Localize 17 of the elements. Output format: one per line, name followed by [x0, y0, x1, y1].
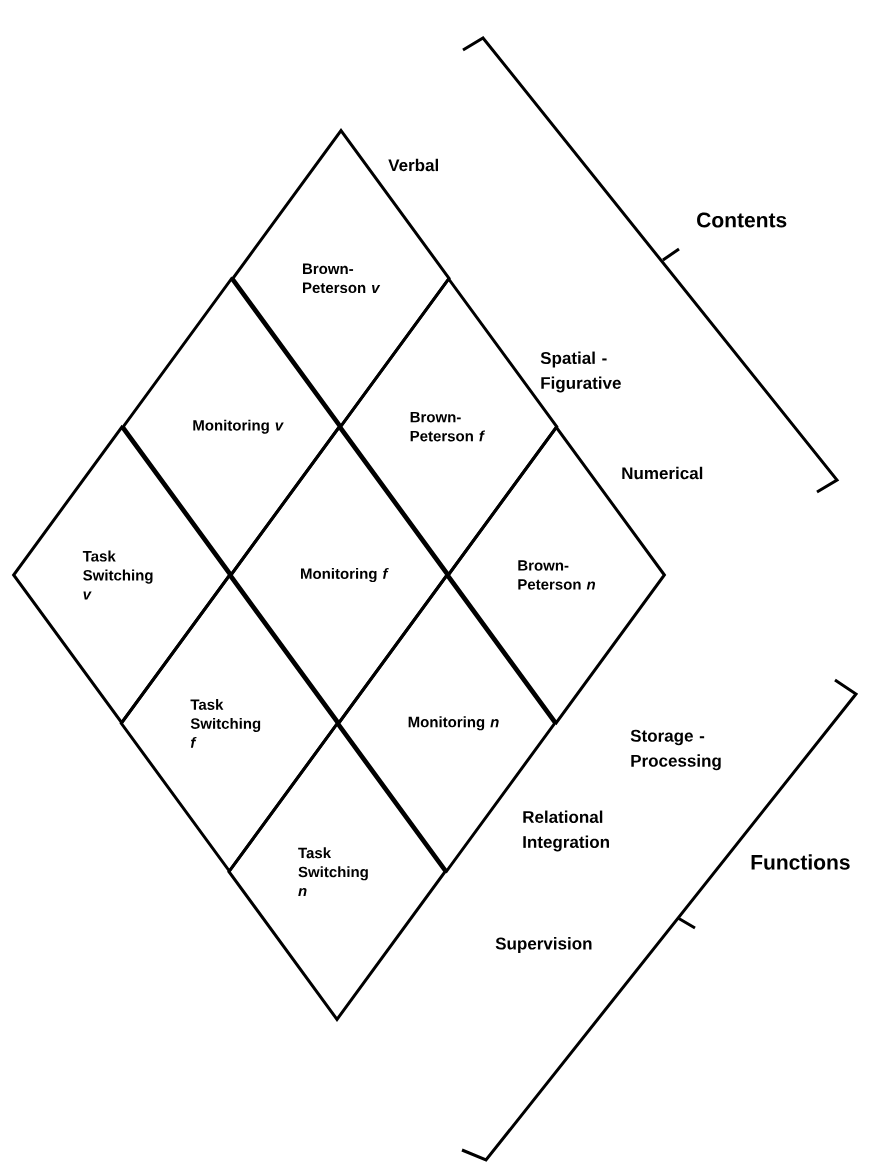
cell-label: Brown-Peterson f [410, 411, 486, 442]
cell-label: Task Switching v [82, 550, 153, 600]
cell-label: Task Switching n [298, 847, 368, 897]
cell-label: Brown-Peterson n [518, 560, 596, 590]
axis-label: Contents [697, 212, 787, 228]
axis-label: Spatial - Figurative [540, 351, 621, 393]
axis-label: Functions [751, 854, 850, 870]
axis-label: Verbal [388, 158, 438, 172]
cell-label: Monitoring f [301, 568, 389, 583]
cell-label: Task Switching f [190, 698, 261, 748]
cell-label: Monitoring v [193, 419, 284, 434]
axis-label: Storage - Processing [630, 729, 721, 771]
cell-label: Brown-Peterson v [303, 263, 381, 294]
axis-label: Numerical [622, 466, 703, 480]
axis-label: Supervision [495, 937, 592, 953]
axis-label: Relational Integration [523, 810, 609, 852]
cell-label: Monitoring n [408, 716, 499, 731]
